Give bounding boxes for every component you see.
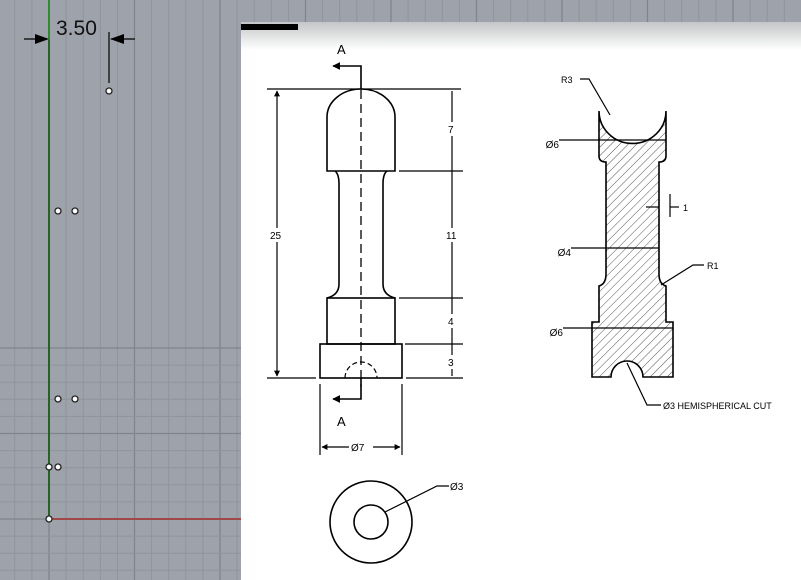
dim-head: 7 — [448, 125, 454, 136]
section-arrow-bottom — [332, 378, 362, 403]
label-collar-diameter: Ø6 — [550, 328, 564, 339]
technical-drawing: A A 25 — [267, 42, 773, 564]
leader-fillet-radius — [660, 264, 704, 286]
label-fillet-radius: R1 — [707, 261, 719, 271]
label-step: 1 — [683, 203, 688, 213]
inner-hole — [353, 504, 389, 540]
sheet-top-shadow — [241, 22, 801, 50]
section-label-bottom: A — [337, 414, 346, 429]
section-arrow-top — [332, 62, 362, 89]
head-outline — [326, 88, 396, 172]
leader-head-radius — [580, 78, 611, 116]
label-hole-diameter: Ø3 — [450, 482, 464, 493]
drawing-sheet-image[interactable]: A A 25 — [241, 22, 801, 580]
front-view: A A 25 — [267, 42, 463, 455]
leader-cut — [626, 362, 661, 406]
sheet-top-bar — [241, 24, 298, 30]
section-body — [591, 110, 674, 378]
label-head-diameter: Ø6 — [546, 140, 560, 151]
bottom-view: Ø3 — [329, 480, 464, 564]
label-shaft-diameter: Ø4 — [558, 248, 572, 259]
dim-base-diameter: Ø7 — [351, 443, 365, 454]
hidden-cut — [344, 361, 378, 379]
label-head-radius: R3 — [561, 75, 573, 85]
section-view: Ø6 Ø4 Ø6 R3 1 R1 Ø3 HEMISPHERICAL CUT — [546, 75, 773, 411]
leader-hole — [384, 485, 449, 513]
dim-shaft: 11 — [446, 231, 457, 242]
dim-overall: 25 — [270, 231, 282, 242]
dim-base: 3 — [448, 358, 454, 369]
section-label-top: A — [337, 42, 346, 57]
label-cut: Ø3 HEMISPHERICAL CUT — [663, 401, 772, 411]
outer-circle — [329, 480, 413, 564]
dim-collar: 4 — [448, 317, 454, 328]
shaft-outline — [326, 170, 396, 299]
